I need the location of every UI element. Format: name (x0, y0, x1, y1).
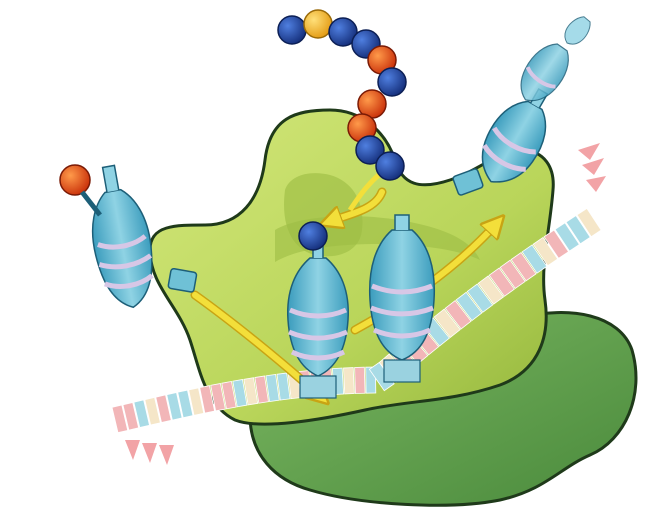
trna-fragment (559, 13, 594, 50)
mrna-codon-segment (355, 367, 365, 393)
amino-acid-a-site (299, 222, 327, 250)
amino-acid-bead-yellow (304, 10, 332, 38)
mrna-codon-segment (344, 368, 355, 394)
amino-acid-bead-blue (278, 16, 306, 44)
mrna-direction-marks-left (125, 440, 174, 465)
mrna-direction-marks-right (578, 143, 606, 192)
amino-acid-entering (60, 165, 90, 195)
amino-acid-bead-blue (378, 68, 406, 96)
amino-acid-bead-blue (376, 152, 404, 180)
